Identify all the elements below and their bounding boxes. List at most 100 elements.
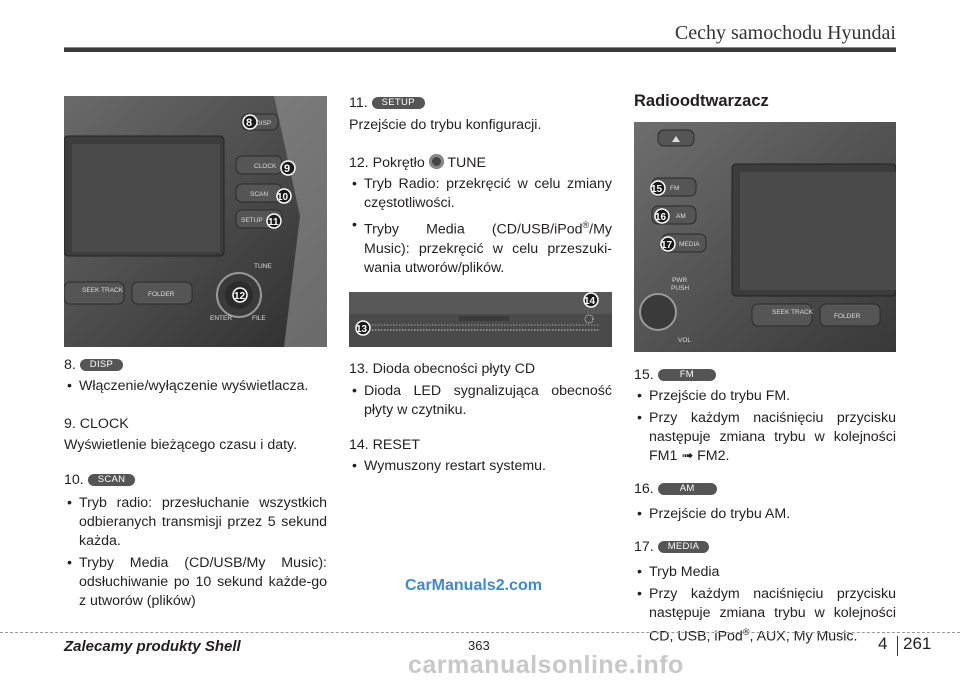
slot-top-panel [349, 292, 612, 314]
marker-16 [654, 208, 670, 224]
item-12-title-pre: 12. Pokrętło [349, 155, 425, 171]
item-15-bullet-1: Przejście do trybu FM. [634, 387, 896, 406]
marker-16-text: 16 [655, 212, 667, 223]
registered-mark: ® [582, 220, 590, 230]
column-2-lower: 13. Dioda obecności płyty CD Dioda LED s… [349, 360, 612, 476]
seek-key [64, 281, 125, 305]
header-rule [64, 48, 896, 52]
label-vol: VOL [678, 337, 691, 344]
label-clock: CLOCK [254, 163, 277, 170]
seek-key [751, 303, 813, 327]
label-scan: SCAN [250, 191, 268, 198]
footer-left-text: Zalecamy produkty Shell [64, 638, 241, 655]
watermark-bottom[interactable]: carmanualsonline.info [408, 651, 684, 679]
item-12-title: 12. Pokrętło TUNE [349, 154, 612, 173]
marker-10 [276, 188, 292, 204]
item-9-text: Wyświetlenie bieżącego czasu i daty. [64, 437, 298, 453]
display-glass [72, 144, 220, 252]
item-12-bullet-1: Tryb Radio: przekręcić w celu zmiany czę… [349, 175, 612, 213]
marker-14-text: 14 [584, 296, 596, 307]
item-16-title: 16. AM [634, 480, 896, 499]
section-heading: Radioodtwarzacz [634, 92, 769, 110]
marker-8 [242, 114, 258, 130]
eject-icon [672, 136, 680, 142]
marker-14 [583, 292, 599, 308]
item-12-title-post: TUNE [447, 155, 486, 171]
label-disp: DISP [256, 120, 271, 127]
marker-17-text: 17 [661, 240, 673, 251]
marker-13 [355, 320, 371, 336]
column-1: 8. DISP Włączenie/wyłączenie wyświetlacz… [64, 356, 327, 611]
setup-badge: SETUP [371, 97, 425, 110]
marker-17 [660, 236, 676, 252]
item-11-title: 11. SETUP [349, 94, 612, 113]
radio-unit-figure: FM AM MEDIA PWR PUSH VOL SEEK TRACK FOLD… [634, 122, 896, 352]
item-9-title: 9. CLOCK [64, 416, 129, 432]
item-14-bullet-1: Wymuszony restart systemu. [349, 457, 612, 476]
marker-12-text: 12 [234, 291, 246, 302]
label-push: PUSH [671, 285, 689, 292]
footer-page-counter: 363 [468, 638, 490, 653]
item-13-bullet-1: Dioda LED sygnalizująca obecność płyty w… [349, 382, 612, 420]
item-14-title: 14. RESET [349, 437, 420, 453]
volume-knob [639, 293, 677, 331]
header-rule-thin [64, 47, 896, 48]
disp-badge: DISP [79, 359, 124, 372]
running-header-title: Cechy samochodu Hyundai [674, 22, 896, 44]
item-10-bullet-2: Tryby Media (CD/USB/My Music): odsłuchiw… [64, 554, 327, 611]
item-17-number: 17. [634, 539, 654, 555]
item-15-title: 15. FM [634, 366, 896, 385]
item-8-bullet-1: Włączenie/wyłączenie wyświetlacza. [64, 377, 327, 396]
marker-9 [280, 160, 296, 176]
media-badge: MEDIA [657, 541, 710, 554]
marker-10-text: 10 [277, 192, 289, 203]
marker-11-text: 11 [268, 217, 279, 228]
item-8-title: 8. DISP [64, 356, 327, 375]
marker-15-text: 15 [651, 184, 663, 195]
item-17-bullet-2: Przy każdym naciśnięciu przycisku następ… [634, 585, 896, 647]
item-16-bullet-1: Przejście do trybu AM. [634, 505, 896, 524]
label-pwr: PWR [672, 277, 687, 284]
item-10-title: 10. SCAN [64, 471, 327, 490]
label-enter: ENTER [210, 315, 232, 322]
label-seek: SEEK TRACK [772, 309, 814, 316]
item-15-bullet-2: Przy każdym naciśnięciu przycisku następ… [634, 409, 896, 466]
am-badge: AM [657, 483, 717, 496]
reset-hole [584, 314, 594, 324]
display-glass [740, 172, 896, 290]
watermark-top[interactable]: CarManuals2.com [405, 577, 542, 594]
marker-15 [650, 180, 666, 196]
column-2: 11. SETUP Przejście do trybu konfiguracj… [349, 94, 612, 278]
footer-chapter: 4 [878, 634, 888, 653]
item-10-number: 10. [64, 472, 84, 488]
side-trim [274, 96, 327, 347]
cd-slot-figure: 14 13 [349, 292, 612, 347]
footer-page-number: 261 [903, 634, 932, 653]
item-12-bullet-2: Tryby Media (CD/USB/iPod®/My Music): prz… [349, 216, 612, 278]
head-unit-figure: DISP CLOCK SCAN SETUP TUNE SEEK TRACK FO… [64, 96, 327, 347]
item-17-bullet-1: Tryb Media [634, 563, 896, 582]
item-15-number: 15. [634, 367, 654, 383]
item-17-title: 17. MEDIA [634, 538, 896, 557]
footer-rule [0, 632, 960, 633]
slot-opening [459, 316, 509, 321]
scan-badge: SCAN [87, 474, 136, 487]
bullet2-post: /My Music): przekręcić w celu przeszuki-… [364, 221, 612, 276]
item-11-text: Przejście do trybu konfiguracji. [349, 117, 542, 133]
label-am: AM [676, 213, 686, 220]
folder-key [131, 281, 193, 305]
item-10-bullet-1: Tryb radio: przesłuchanie wszystkich odb… [64, 494, 327, 551]
label-folder: FOLDER [834, 313, 861, 320]
fm-badge: FM [657, 369, 717, 382]
marker-11 [266, 213, 282, 229]
label-folder: FOLDER [148, 291, 175, 298]
folder-key [819, 303, 881, 327]
item-16-number: 16. [634, 481, 654, 497]
marker-8-text: 8 [246, 117, 252, 129]
label-media: MEDIA [679, 241, 700, 248]
item-8-number: 8. [64, 357, 76, 373]
marker-12 [232, 287, 248, 303]
marker-9-text: 9 [284, 163, 290, 175]
label-tune: TUNE [254, 263, 272, 270]
label-file: FILE [252, 315, 266, 322]
